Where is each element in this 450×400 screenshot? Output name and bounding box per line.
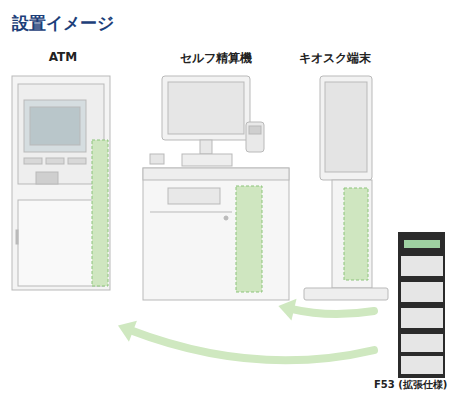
arrow-line (291, 309, 374, 314)
kiosk-drawing (304, 76, 388, 300)
atm-drawing (12, 76, 110, 290)
machine-label: セルフ精算機 (138, 50, 294, 67)
arrow-head (118, 321, 137, 342)
title: 設置イメージ (12, 12, 114, 35)
machine-node: キオスク端末 (298, 50, 372, 306)
machine-label: キオスク端末 (298, 50, 372, 67)
machine-label: ATM (8, 50, 118, 64)
install-arrow (118, 321, 374, 361)
machine-node: セルフ精算機 (138, 50, 294, 306)
arrow-line (130, 330, 374, 360)
self-checkout-drawing (143, 76, 289, 300)
machine-label: F53 (拡張仕様) (374, 378, 447, 392)
install-arrow (278, 299, 374, 321)
arrow-head (278, 299, 296, 321)
machine-node: ATM (8, 50, 118, 340)
machine-node: F53 (拡張仕様) (374, 226, 447, 396)
f53-device-drawing (398, 232, 445, 378)
